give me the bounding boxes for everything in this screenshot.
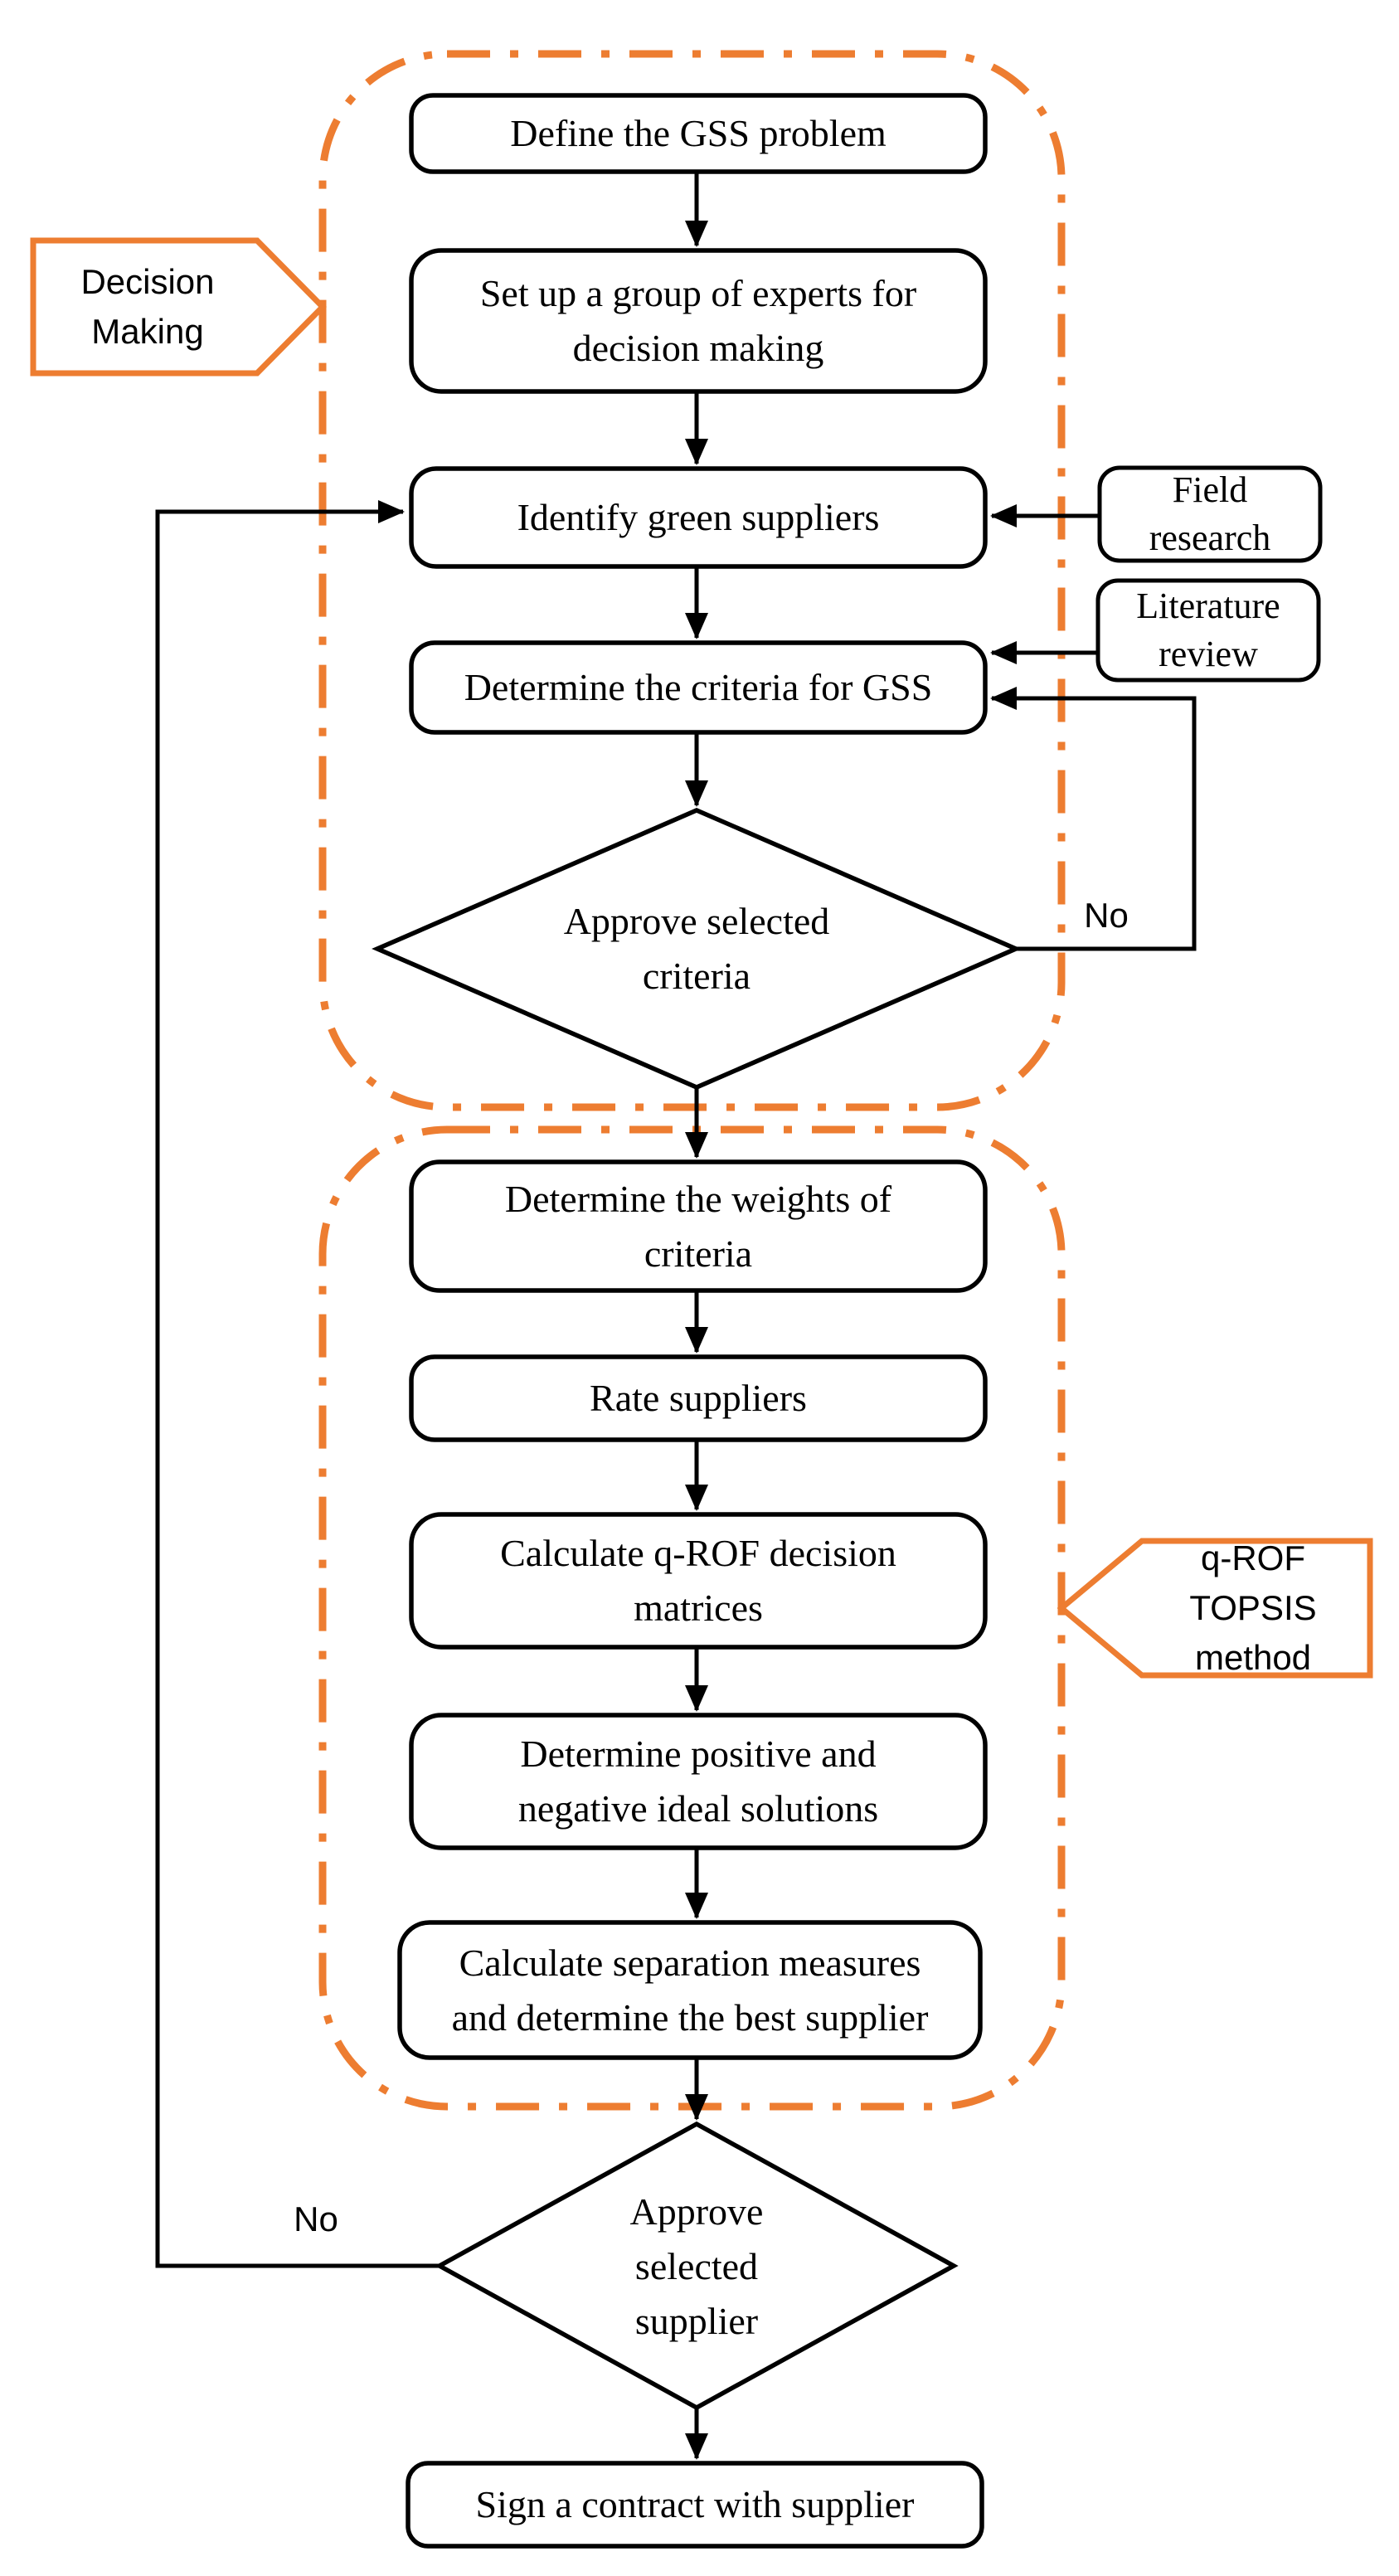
ideal-solutions-line-1: Determine positive and — [520, 1733, 877, 1775]
edge-no-feedback-to-identify — [155, 500, 440, 2268]
decision-making-callout-label: Decision Making — [37, 242, 258, 372]
setup-experts-line-1: Set up a group of experts for — [479, 272, 917, 314]
approve-criteria-line-1: Approve selected — [563, 900, 830, 942]
separation-measures-label: Calculate separation measures and determ… — [400, 1922, 980, 2058]
field-research-label: Field research — [1100, 468, 1320, 561]
field-research-line-2: research — [1149, 518, 1271, 558]
calculate-matrices-line-1: Calculate q-ROF decision — [500, 1532, 896, 1574]
decision-making-group-border — [318, 50, 1066, 1111]
identify-suppliers-line: Identify green suppliers — [517, 496, 880, 538]
determine-weights-line-1: Determine the weights of — [504, 1177, 892, 1220]
approve-supplier-label: Approve selected supplier — [551, 2171, 842, 2362]
no-label-criteria: No — [1065, 892, 1148, 939]
qrof-topsis-callout-label: q-ROF TOPSIS method — [1136, 1538, 1370, 1677]
determine-weights-line-2: criteria — [644, 1232, 753, 1275]
define-problem-label: Define the GSS problem — [411, 95, 985, 172]
qrof-topsis-callout-shape — [1057, 1538, 1373, 1679]
approve-criteria-line-2: criteria — [642, 955, 751, 997]
no-label-supplier-text: No — [294, 2199, 338, 2238]
literature-review-box — [1095, 578, 1321, 683]
qrof-topsis-line-2: method — [1194, 1638, 1312, 1677]
separation-measures-line-1: Calculate separation measures — [459, 1941, 921, 1984]
literature-review-line-2: review — [1159, 634, 1258, 674]
sign-contract-box — [406, 2461, 984, 2549]
no-label-supplier: No — [274, 2196, 357, 2243]
ideal-solutions-box — [409, 1713, 988, 1850]
rate-suppliers-label: Rate suppliers — [411, 1357, 985, 1440]
calculate-matrices-box — [409, 1512, 988, 1650]
qrof-topsis-line-1: q-ROF TOPSIS — [1189, 1538, 1317, 1627]
field-research-line-1: Field — [1172, 469, 1248, 510]
ideal-solutions-label: Determine positive and negative ideal so… — [411, 1715, 985, 1848]
rate-suppliers-box — [409, 1354, 988, 1442]
decision-making-line-2: Making — [91, 312, 204, 351]
decision-making-callout-shape — [30, 237, 327, 377]
sign-contract-line: Sign a contract with supplier — [475, 2483, 915, 2525]
calculate-matrices-label: Calculate q-ROF decision matrices — [411, 1514, 985, 1647]
define-problem-line: Define the GSS problem — [510, 112, 887, 154]
rate-suppliers-line: Rate suppliers — [590, 1377, 807, 1419]
identify-suppliers-box — [409, 466, 988, 569]
determine-criteria-label: Determine the criteria for GSS — [411, 643, 985, 732]
approve-criteria-label: Approve selected criteria — [514, 866, 879, 1032]
separation-measures-box — [397, 1920, 983, 2060]
field-research-box — [1097, 465, 1323, 563]
approve-supplier-line-2: selected — [634, 2245, 759, 2287]
calculate-matrices-line-2: matrices — [634, 1587, 763, 1629]
determine-weights-box — [409, 1159, 988, 1293]
ideal-solutions-line-2: negative ideal solutions — [517, 1787, 879, 1830]
setup-experts-box — [409, 248, 988, 394]
approve-supplier-line-1: Approve — [629, 2190, 764, 2233]
separation-measures-line-2: and determine the best supplier — [451, 1995, 929, 2039]
literature-review-label: Literature review — [1098, 581, 1319, 680]
define-problem-box — [409, 93, 988, 174]
decision-making-line-1: Decision — [80, 262, 215, 301]
setup-experts-label: Set up a group of experts for decision m… — [411, 250, 985, 391]
sign-contract-label: Sign a contract with supplier — [408, 2463, 982, 2546]
setup-experts-line-2: decision making — [572, 327, 824, 369]
determine-criteria-line: Determine the criteria for GSS — [464, 666, 933, 708]
literature-review-line-1: Literature — [1136, 586, 1280, 626]
identify-suppliers-label: Identify green suppliers — [411, 469, 985, 566]
no-label-criteria-text: No — [1084, 896, 1129, 935]
edge-no-feedback-to-criteria — [990, 687, 1197, 951]
approve-supplier-line-3: supplier — [634, 2300, 759, 2342]
determine-weights-label: Determine the weights of criteria — [411, 1162, 985, 1290]
approve-criteria-diamond — [372, 808, 1022, 1090]
approve-supplier-diamond — [435, 2121, 959, 2411]
determine-criteria-box — [409, 640, 988, 735]
